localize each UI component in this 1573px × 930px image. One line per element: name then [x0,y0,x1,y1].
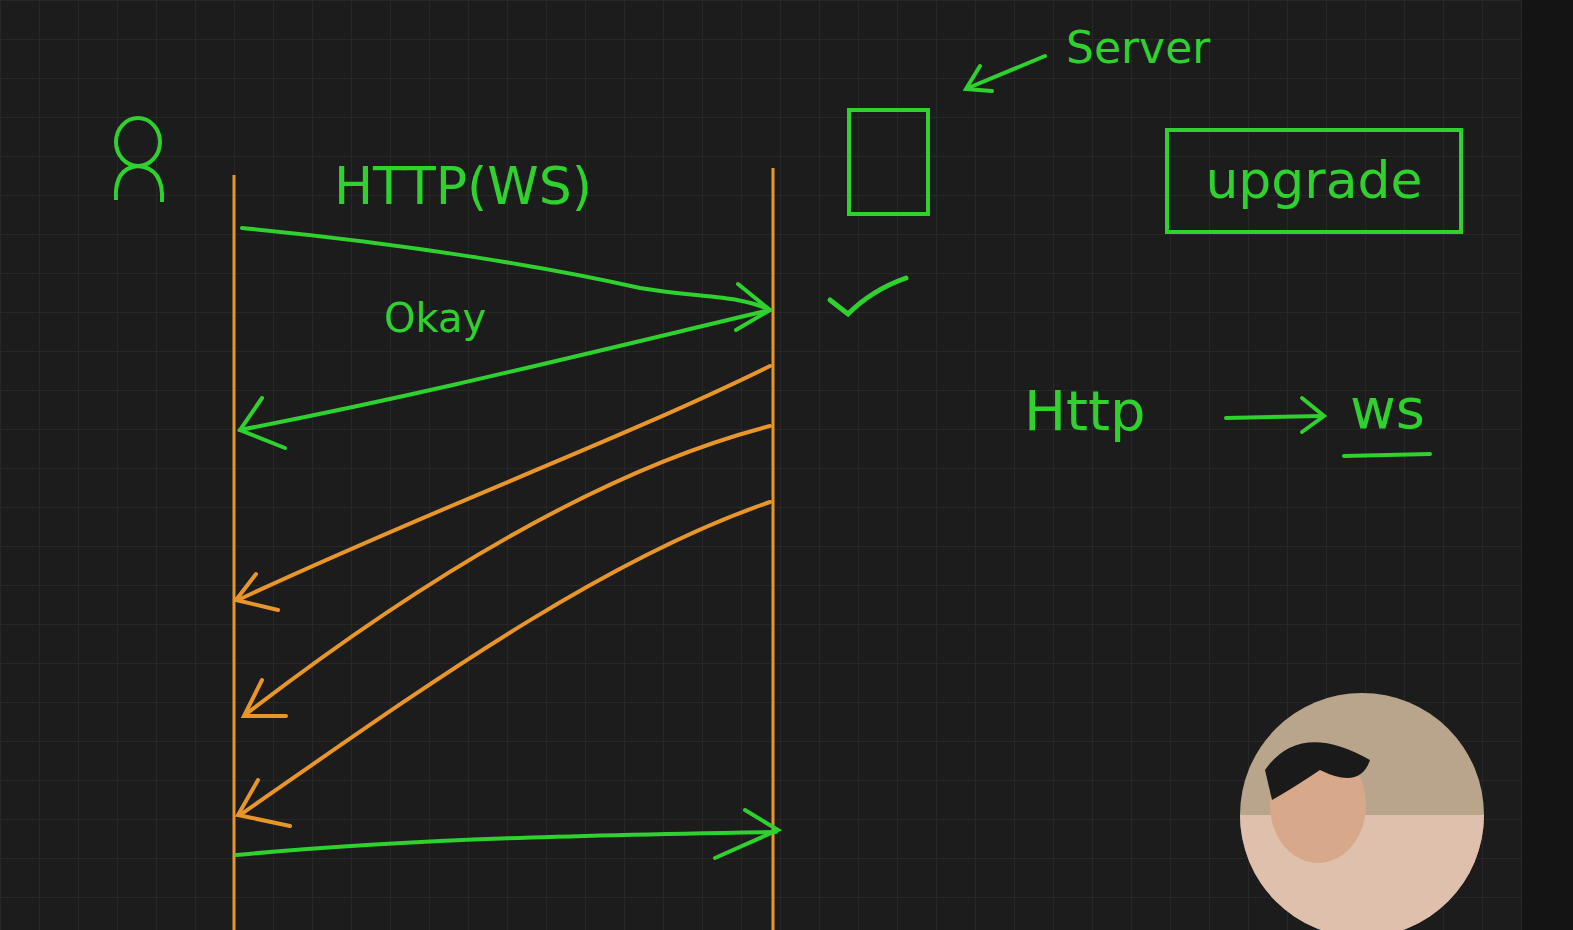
protocol-label: Http [1024,380,1146,442]
client-message-arrow [236,810,778,858]
server-lifeline [772,168,775,930]
person-icon [116,118,162,202]
protocol-label: ws [1350,378,1425,440]
response-arrow [240,310,770,448]
webcam-overlay [1240,693,1484,930]
upgrade-box: upgrade [1165,128,1463,234]
server-box [849,110,928,214]
request-label: HTTP(WS) [334,158,592,215]
box-text: upgrade [1205,152,1422,209]
client-lifeline [233,175,236,930]
underline [1344,454,1430,456]
server-push-arrows [236,366,770,826]
server-label: Server [1066,24,1210,72]
conversion-arrow [1226,398,1324,432]
pointer-arrow [966,56,1045,91]
request-arrow [242,228,770,330]
check-mark [830,278,906,314]
response-label: Okay [384,296,486,340]
side-panel [1522,0,1573,930]
